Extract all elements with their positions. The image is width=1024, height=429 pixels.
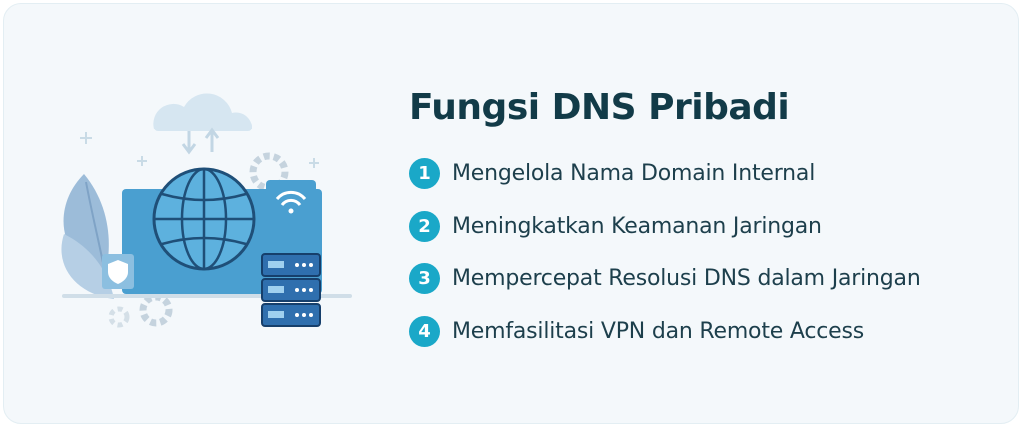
list-item: 2 Meningkatkan Keamanan Jaringan xyxy=(409,209,1009,244)
list-item: 4 Memfasilitasi VPN dan Remote Access xyxy=(409,314,1009,349)
info-card: Fungsi DNS Pribadi 1 Mengelola Nama Doma… xyxy=(3,3,1019,424)
number-badge: 4 xyxy=(409,315,440,347)
list-item: 3 Mempercepat Resolusi DNS dalam Jaringa… xyxy=(409,261,1009,296)
list-item-text: Mengelola Nama Domain Internal xyxy=(452,161,816,186)
cloud-icon xyxy=(153,93,253,155)
list-item-text: Meningkatkan Keamanan Jaringan xyxy=(452,213,822,239)
illustration-svg xyxy=(61,93,352,328)
shield-icon xyxy=(102,254,134,289)
globe-icon xyxy=(152,167,256,271)
panel-title: Fungsi DNS Pribadi xyxy=(409,87,790,128)
gear-icon xyxy=(139,293,173,327)
dns-illustration xyxy=(44,74,384,354)
number-badge: 3 xyxy=(409,263,440,294)
gear-icon xyxy=(108,306,130,328)
server-icon xyxy=(261,253,321,327)
wifi-icon xyxy=(266,180,316,224)
sparkle-icon xyxy=(80,132,319,168)
list-item: 1 Mengelola Nama Domain Internal xyxy=(409,156,1009,191)
list-item-text: Mempercepat Resolusi DNS dalam Jaringan xyxy=(452,266,921,291)
number-badge: 1 xyxy=(409,158,440,189)
functions-list: 1 Mengelola Nama Domain Internal 2 Menin… xyxy=(409,156,1009,349)
number-badge: 2 xyxy=(409,210,440,242)
leaf-icon xyxy=(61,174,114,299)
list-item-text: Memfasilitasi VPN dan Remote Access xyxy=(452,318,864,344)
dns-functions-panel: Fungsi DNS Pribadi 1 Mengelola Nama Doma… xyxy=(409,82,1009,366)
